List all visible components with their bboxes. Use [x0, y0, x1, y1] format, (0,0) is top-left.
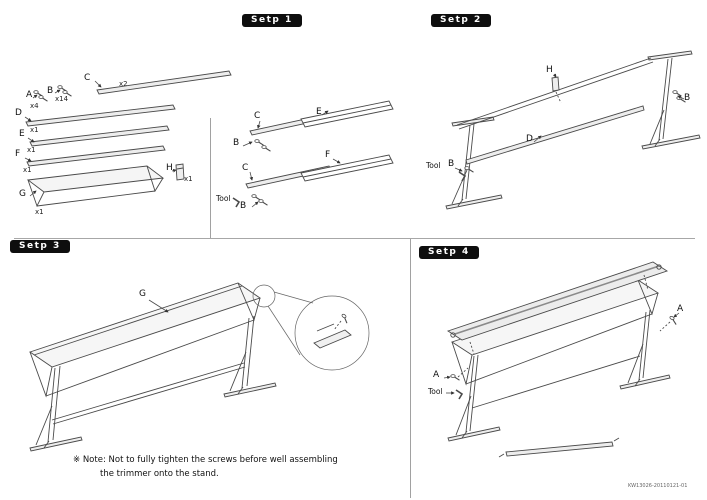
step2-label-b: B	[684, 93, 691, 103]
section-dividers	[14, 118, 695, 498]
step2-illustration	[445, 50, 701, 210]
step1-subassembly-illustration	[232, 100, 394, 208]
document-code: KW13026-20110121-01	[628, 483, 688, 489]
assembly-label-b-top: B	[233, 138, 240, 148]
step4-label-a-left: A	[433, 370, 440, 380]
step4-illustration	[443, 261, 680, 458]
note-line-2: the trimmer onto the stand.	[100, 469, 219, 479]
step2-label-tool: Tool	[426, 161, 441, 170]
part-qty-b: x14	[55, 95, 69, 103]
assembly-label-c-top: C	[254, 111, 261, 121]
part-qty-d: x1	[30, 126, 39, 134]
part-qty-e: x1	[27, 146, 36, 154]
step1-illustration	[24, 70, 232, 208]
part-label-h: H	[166, 163, 173, 173]
part-label-c: C	[84, 73, 91, 83]
part-label-d: D	[15, 108, 22, 118]
zoom-detail	[252, 284, 370, 371]
step1-badge: Setp 1	[242, 14, 302, 27]
assembly-label-tool: Tool	[216, 194, 231, 203]
assembly-label-e: E	[316, 107, 322, 117]
part-label-g: G	[19, 189, 26, 199]
step2-label-tool-b: B	[448, 159, 455, 169]
part-qty-a: x4	[30, 102, 39, 110]
part-qty-g: x1	[35, 208, 44, 216]
step4-label-tool: Tool	[428, 387, 443, 396]
step2-label-d: D	[526, 134, 533, 144]
assembly-label-b-bottom: B	[240, 201, 247, 211]
note-line-1: ※ Note: Not to fully tighten the screws …	[73, 455, 338, 465]
part-qty-f: x1	[23, 166, 32, 174]
step3-badge: Setp 3	[10, 240, 70, 253]
assembly-label-c-bottom: C	[242, 163, 249, 173]
part-label-e: E	[19, 129, 25, 139]
part-qty-c: x2	[119, 80, 128, 88]
assembly-label-f: F	[325, 150, 331, 160]
step3-label-g: G	[139, 289, 146, 299]
step3-illustration	[28, 282, 370, 452]
part-label-b: B	[47, 86, 54, 96]
part-label-a: A	[26, 90, 33, 100]
step4-label-a-right: A	[677, 304, 684, 314]
step2-label-h: H	[546, 65, 553, 75]
part-label-f: F	[15, 149, 21, 159]
part-qty-h: x1	[184, 175, 193, 183]
step4-badge: Setp 4	[419, 246, 479, 259]
step2-badge: Setp 2	[431, 14, 491, 27]
